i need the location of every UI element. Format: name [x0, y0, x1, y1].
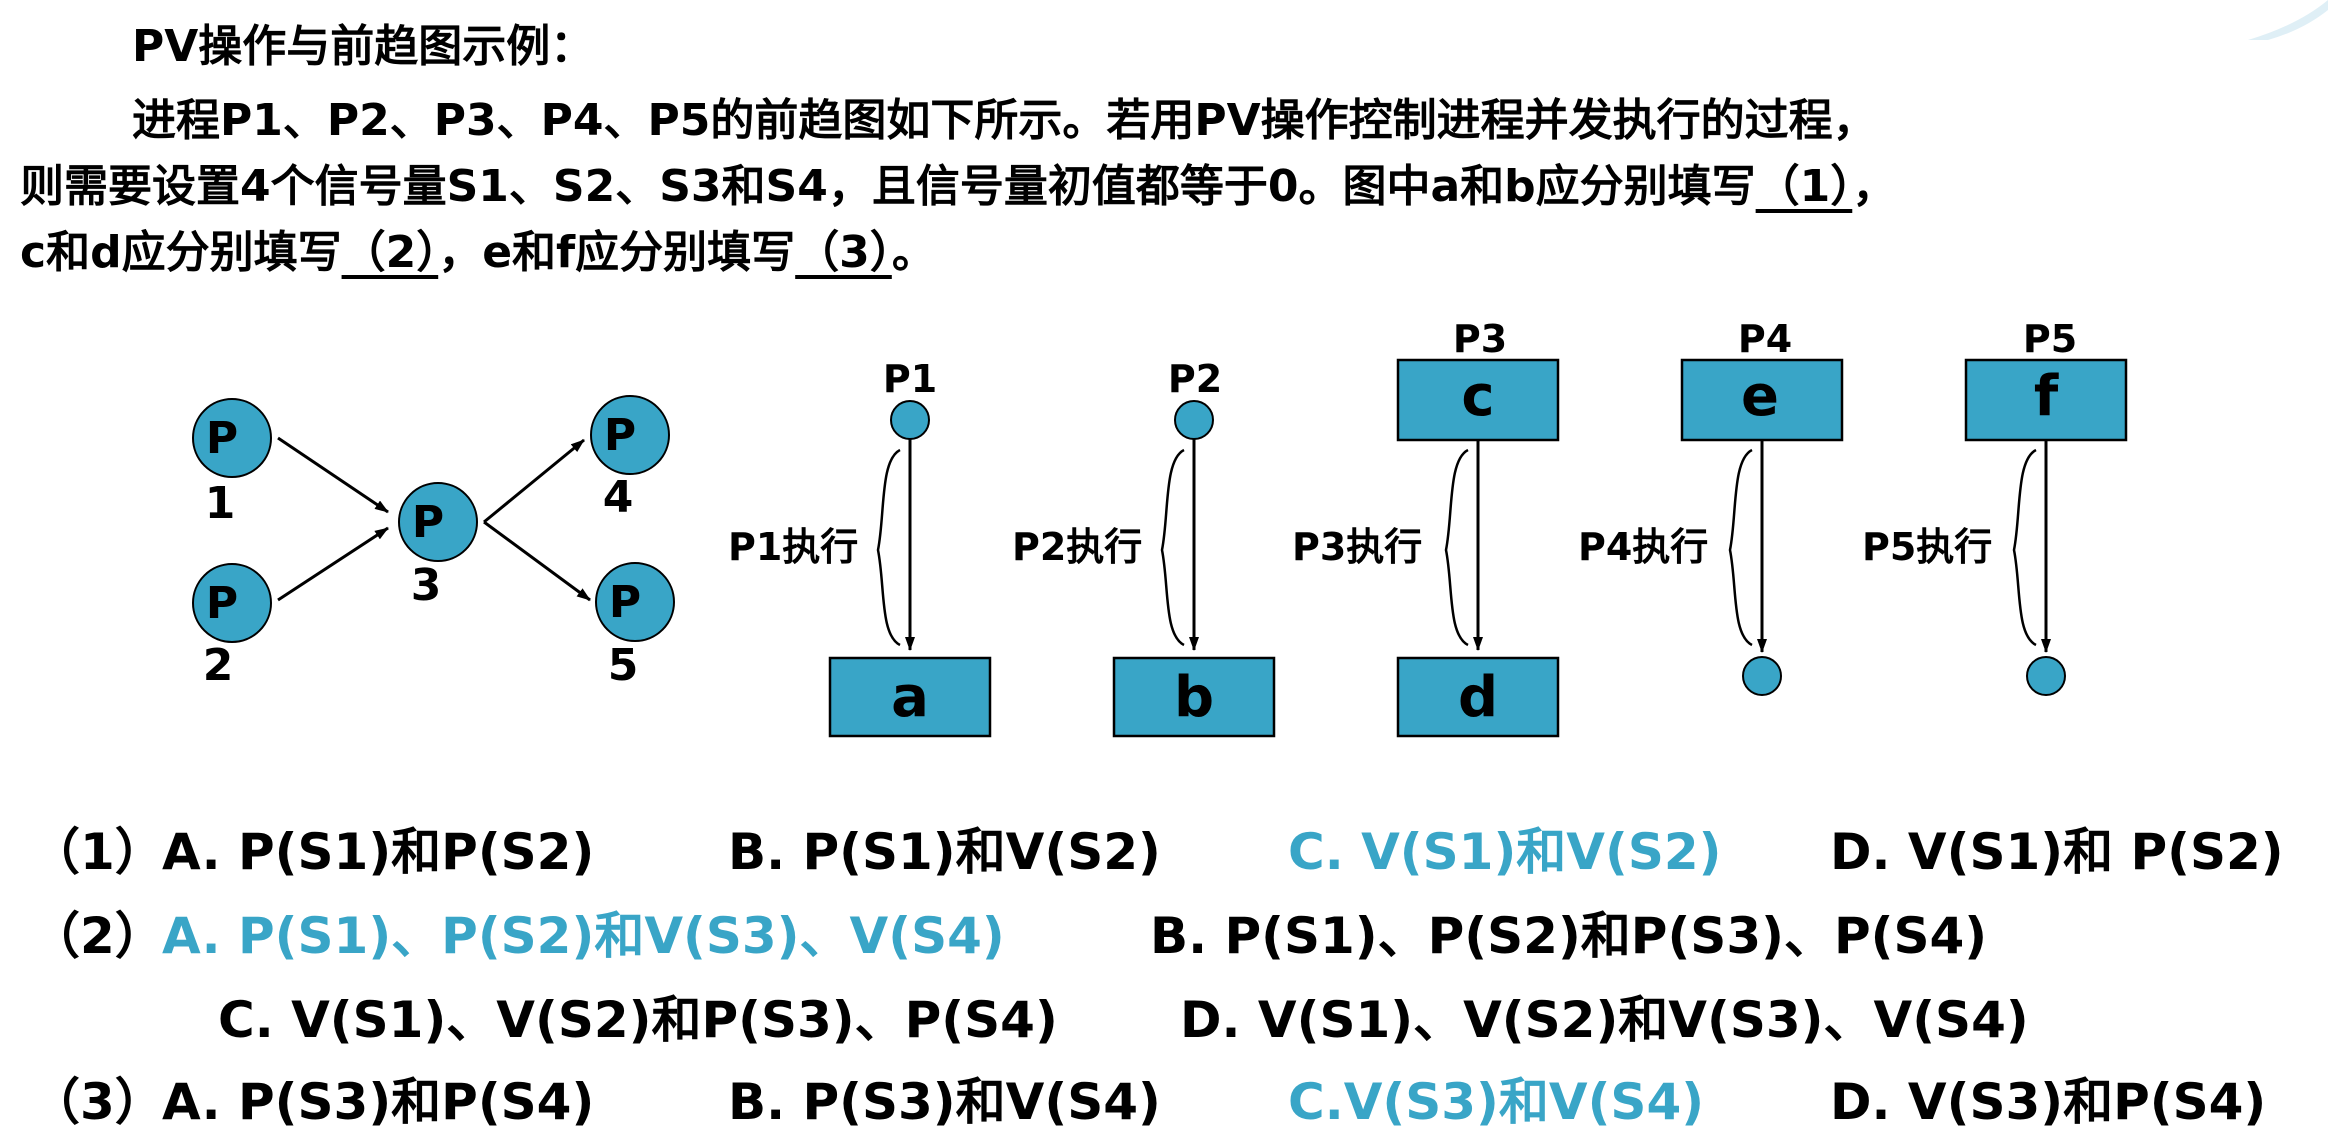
- page-title: PV操作与前趋图示例：: [132, 21, 595, 72]
- q2-label: （2）: [30, 907, 165, 965]
- process-p1-name: P1: [883, 357, 937, 401]
- precedence-graph: P 1 P 2 P 3 P 4 P 5: [192, 395, 675, 691]
- q3-option-d[interactable]: D. V(S3)和P(S4): [1830, 1073, 2267, 1131]
- question-line-2: 则需要设置4个信号量S1、S2、S3和S4，且信号量初值都等于0。图中a和b应分…: [20, 161, 1756, 212]
- q1-label: （1）: [30, 823, 165, 881]
- q2-option-c[interactable]: C. V(S1)、V(S2)和P(S3)、P(S4): [218, 991, 1058, 1049]
- process-p3-exec-label: P3执行: [1292, 525, 1422, 569]
- question-line-1: 进程P1、P2、P3、P4、P5的前趋图如下所示。若用PV操作控制进程并发执行的…: [132, 95, 1877, 146]
- node-p1-number: 1: [205, 478, 236, 529]
- q3-option-a[interactable]: A. P(S3)和P(S4): [162, 1073, 595, 1131]
- q1-option-b[interactable]: B. P(S1)和V(S2): [728, 823, 1161, 881]
- process-p2-exec-label: P2执行: [1012, 525, 1142, 569]
- question-text: 进程P1、P2、P3、P4、P5的前趋图如下所示。若用PV操作控制进程并发执行的…: [20, 88, 2320, 286]
- node-p3: P 3: [398, 482, 478, 611]
- process-p4: P4 e P4执行: [1578, 317, 1844, 696]
- node-p3-letter: P: [412, 497, 444, 548]
- process-p3-top: c: [1461, 364, 1494, 429]
- node-p4: P 4: [590, 395, 670, 523]
- blank-2: （2）: [341, 227, 439, 278]
- node-p1: P 1: [192, 398, 272, 529]
- process-p3-name: P3: [1453, 317, 1507, 361]
- question-line-3c: 。: [891, 227, 936, 278]
- process-p5: P5 f P5执行: [1862, 317, 2128, 696]
- q3-option-c[interactable]: C.V(S3)和V(S4): [1288, 1073, 1705, 1131]
- process-p2-name: P2: [1168, 357, 1222, 401]
- node-p5-number: 5: [608, 640, 639, 691]
- process-p5-name: P5: [2023, 317, 2077, 361]
- corner-decoration: [2248, 0, 2328, 40]
- node-p2: P 2: [192, 563, 272, 691]
- q2-option-d[interactable]: D. V(S1)、V(S2)和V(S3)、V(S4): [1180, 991, 2029, 1049]
- q1-option-c[interactable]: C. V(S1)和V(S2): [1288, 823, 1722, 881]
- q3-label: （3）: [30, 1073, 165, 1131]
- q2-option-b[interactable]: B. P(S1)、P(S2)和P(S3)、P(S4): [1150, 907, 1988, 965]
- node-p2-letter: P: [206, 578, 238, 629]
- question-line-2-end: ，: [1852, 161, 1897, 212]
- q2-option-a[interactable]: A. P(S1)、P(S2)和V(S3)、V(S4): [162, 907, 1005, 965]
- blank-3: （3）: [795, 227, 892, 278]
- node-p5-letter: P: [609, 577, 641, 628]
- process-p5-top: f: [2034, 364, 2059, 429]
- precedence-diagram: P 1 P 2 P 3 P 4 P 5 P1 P1执行 a: [192, 317, 2128, 738]
- node-p4-number: 4: [603, 472, 634, 523]
- process-p2-bottom: b: [1174, 665, 1214, 730]
- process-p1-bottom: a: [891, 665, 929, 730]
- node-p3-number: 3: [411, 560, 442, 611]
- question-line-3b: ，e和f应分别填写: [438, 227, 796, 278]
- node-p1-letter: P: [206, 413, 238, 464]
- process-p3-bottom: d: [1458, 665, 1498, 730]
- q1-option-d[interactable]: D. V(S1)和 P(S2): [1830, 823, 2284, 881]
- blank-1: （1）: [1755, 161, 1853, 212]
- node-p5: P 5: [595, 562, 675, 691]
- question-line-3a: c和d应分别填写: [20, 227, 342, 278]
- node-p2-number: 2: [203, 640, 234, 691]
- process-p2: P2 P2执行 b: [1012, 357, 1276, 738]
- process-p4-top: e: [1741, 364, 1779, 429]
- process-p1: P1 P1执行 a: [728, 357, 992, 738]
- process-p4-name: P4: [1738, 317, 1792, 361]
- q3-option-b[interactable]: B. P(S3)和V(S4): [728, 1073, 1161, 1131]
- q1-option-a[interactable]: A. P(S1)和P(S2): [162, 823, 595, 881]
- process-p4-exec-label: P4执行: [1578, 525, 1708, 569]
- node-p4-letter: P: [604, 410, 636, 461]
- process-p5-exec-label: P5执行: [1862, 525, 1992, 569]
- process-p1-exec-label: P1执行: [728, 525, 858, 569]
- process-p3: P3 c P3执行 d: [1292, 317, 1560, 738]
